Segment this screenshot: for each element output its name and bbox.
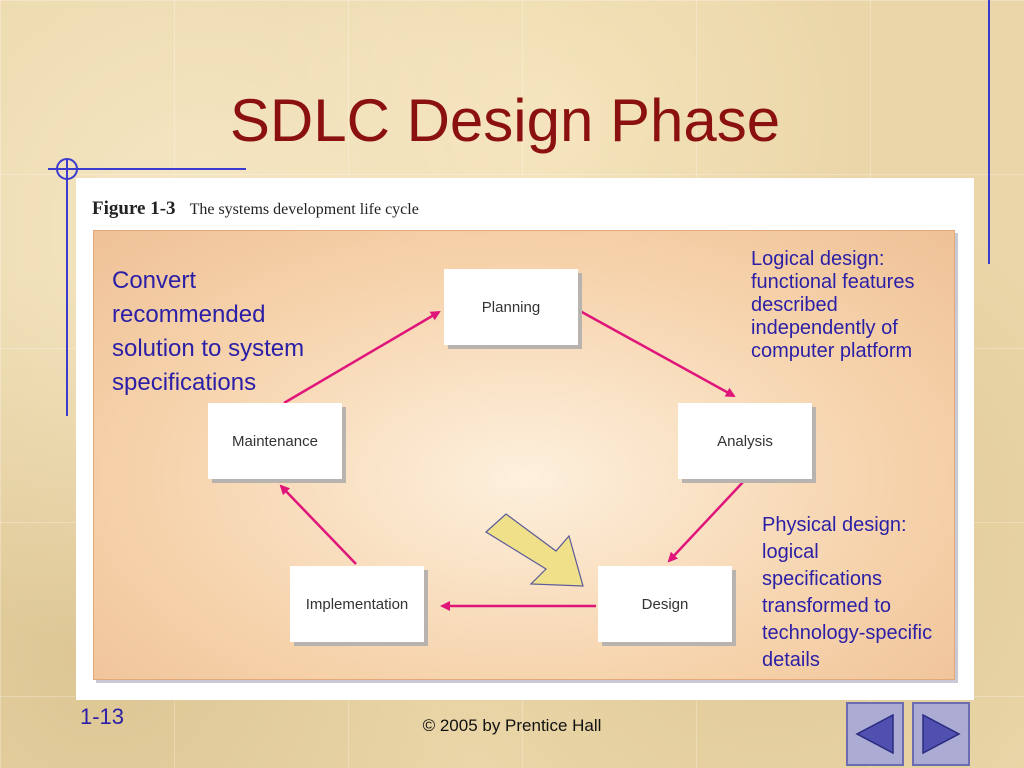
decorative-horizontal-line [48,168,246,170]
copyright-text: © 2005 by Prentice Hall [422,716,602,735]
design-box: Design [598,566,732,642]
decorative-vertical-line-right [988,0,990,264]
highlight-arrow-icon [485,513,584,587]
implementation-label: Implementation [305,595,409,613]
right-triangle-icon [922,713,961,755]
decorative-ring [56,158,78,180]
slide-title: SDLC Design Phase [229,87,781,154]
slide-number: 1-13 [80,704,125,729]
convert-note: Convert recommended solution to system s… [112,267,305,396]
arrow-planning-to-analysis [579,309,736,398]
figure-number: Figure 1-3 [92,198,176,219]
decorative-vertical-line-left [66,160,68,416]
arrow-implementation-to-maintenance [279,484,357,565]
figure-caption: Figure 1-3 The systems development life … [92,198,419,220]
design-label: Design [641,595,689,613]
planning-label: Planning [481,298,541,316]
previous-slide-button[interactable] [846,702,904,766]
planning-box: Planning [444,269,578,345]
maintenance-label: Maintenance [232,432,318,450]
left-triangle-icon [855,713,894,755]
logical-design-note: Logical design: functional features desc… [751,248,915,362]
figure-caption-text: The systems development life cycle [189,201,419,218]
cycle-arrows [279,309,745,611]
implementation-box: Implementation [290,566,424,642]
figure-panel: Figure 1-3 The systems development life … [76,178,974,700]
maintenance-box: Maintenance [208,403,342,479]
analysis-label: Analysis [717,432,773,450]
arrow-analysis-to-design [667,480,745,563]
next-slide-button[interactable] [912,702,970,766]
physical-design-note: Physical design: logical specifications … [762,514,933,671]
sdlc-diagram: Planning Analysis Design Implementation … [93,230,955,680]
analysis-box: Analysis [678,403,812,479]
arrow-maintenance-to-planning [283,310,441,405]
